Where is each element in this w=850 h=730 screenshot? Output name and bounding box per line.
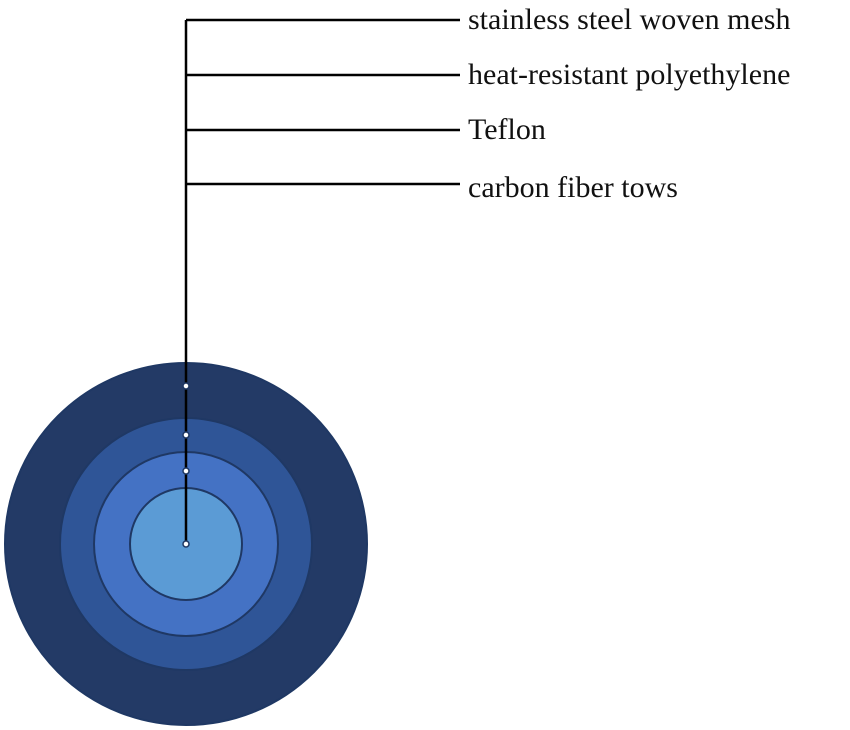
label-heat-resistant-polyethylene: heat-resistant polyethylene [468, 58, 791, 91]
marker-stainless-steel-woven-mesh [182, 382, 190, 390]
marker-carbon-fiber-tows [182, 540, 190, 548]
label-stainless-steel-woven-mesh: stainless steel woven mesh [468, 3, 791, 36]
label-carbon-fiber-tows: carbon fiber tows [468, 171, 678, 204]
marker-heat-resistant-polyethylene [182, 431, 190, 439]
label-teflon: Teflon [468, 113, 546, 146]
marker-teflon [182, 467, 190, 475]
